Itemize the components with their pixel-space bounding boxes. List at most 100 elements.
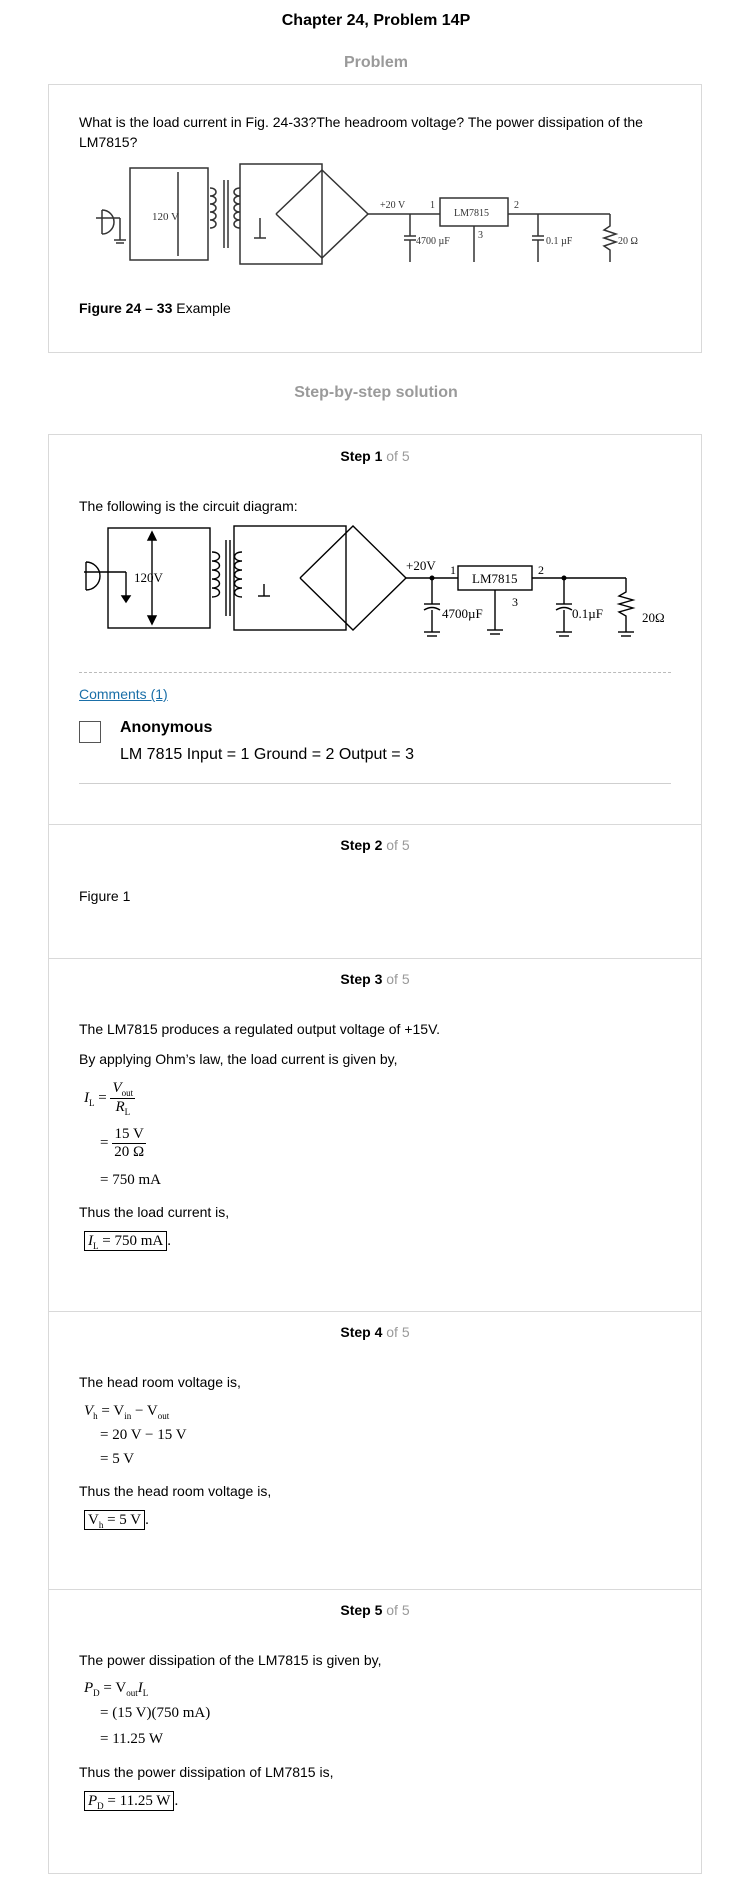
eq-subscript: h (98, 1520, 104, 1530)
step-5-header: Step 5 of 5 (48, 1602, 702, 1618)
eq-subscript: out (157, 1411, 170, 1421)
eq-symbol: P (84, 1680, 94, 1696)
eq-subscript: L (124, 1107, 131, 1117)
step-1-text: The following is the circuit diagram: (79, 498, 298, 514)
step-1-circuit-cap1: 4700µF (442, 606, 483, 621)
step-5-equation-2: = (15 V)(750 mA) (100, 1705, 211, 1721)
step-4-result-value: = 5 V (103, 1512, 142, 1528)
step-5-equation-1: PD = VoutIL (84, 1680, 148, 1698)
eq-symbol: I (88, 1233, 93, 1249)
step-1-label: Step 1 (340, 448, 383, 464)
eq-subscript: in (124, 1411, 132, 1421)
step-3-label: Step 3 (340, 971, 383, 987)
step-4-text-2: Thus the head room voltage is, (79, 1483, 272, 1499)
solution-heading: Step-by-step solution (294, 384, 458, 401)
eq-subscript: D (93, 1688, 100, 1698)
problem-circuit-vdc: +20 V (380, 200, 406, 211)
step-3-text-2: By applying Ohm’s law, the load current … (79, 1051, 398, 1067)
step-1-circuit-pin2: 2 (538, 563, 544, 577)
step-3-text-3: Thus the load current is, (79, 1204, 230, 1220)
step-5-result: PD = 11.25 W. (84, 1791, 178, 1811)
step-2-text: Figure 1 (79, 888, 131, 904)
step-1-circuit-pin3: 3 (512, 595, 518, 609)
eq-subscript: L (89, 1097, 95, 1108)
eq-subscript: L (142, 1688, 149, 1698)
step-4-result: Vh = 5 V. (84, 1510, 149, 1530)
step-3-equation-2: = 15 V 20 Ω (100, 1126, 147, 1161)
solution-box (48, 434, 702, 1874)
step-1-circuit-cap2: 0.1µF (572, 606, 603, 621)
step-4-equation-1: Vh = Vin − Vout (84, 1403, 169, 1421)
problem-circuit-vin: 120 V (152, 211, 179, 223)
eq-subscript: L (93, 1241, 99, 1251)
problem-circuit-pin2: 2 (514, 200, 519, 211)
problem-circuit-regulator: LM7815 (454, 208, 489, 219)
figure-caption: Figure 24 – 33 Example (79, 298, 231, 318)
step-1-circuit-vdc: +20V (406, 558, 436, 573)
eq-value: 15 V (112, 1126, 147, 1144)
step-2-label: Step 2 (340, 837, 383, 853)
step-separator (48, 1589, 702, 1590)
step-separator (48, 958, 702, 959)
problem-question: What is the load current in Fig. 24-33?T… (79, 114, 643, 150)
problem-circuit-pin1: 1 (430, 200, 435, 211)
eq-value: = V (101, 1403, 125, 1419)
step-5-text-1: The power dissipation of the LM7815 is g… (79, 1652, 382, 1668)
step-3-text-1: The LM7815 produces a regulated output v… (79, 1021, 441, 1037)
step-3-of: of 5 (386, 971, 410, 987)
step-1-header: Step 1 of 5 (48, 448, 702, 464)
problem-circuit-load: 20 Ω (618, 236, 638, 247)
step-4-equation-2: = 20 V − 15 V (100, 1427, 187, 1443)
problem-circuit-cap2: 0.1 µF (546, 236, 573, 247)
step-5-result-value: = 11.25 W (103, 1793, 171, 1809)
step-3-fraction-2: 15 V 20 Ω (112, 1126, 147, 1161)
step-separator (48, 824, 702, 825)
page-title: Chapter 24, Problem 14P (281, 12, 471, 29)
problem-circuit-diagram: 120 V +20 V 1 2 3 LM7815 4700 µF 0.1 µF … (96, 163, 638, 265)
comment-checkbox[interactable] (79, 721, 101, 743)
step-4-text-1: The head room voltage is, (79, 1374, 241, 1390)
step-4-label: Step 4 (340, 1324, 383, 1340)
comment-text: LM 7815 Input = 1 Ground = 2 Output = 3 (120, 746, 414, 763)
eq-symbol: V (88, 1512, 99, 1528)
figure-caption-rest: Example (172, 300, 231, 316)
step-1-circuit-load: 20Ω (642, 610, 665, 625)
step-2-of: of 5 (386, 837, 410, 853)
step-5-label: Step 5 (340, 1602, 383, 1618)
step-3-header: Step 3 of 5 (48, 971, 702, 987)
eq-subscript: out (121, 1088, 134, 1098)
step-3-result: IL = 750 mA. (84, 1231, 171, 1251)
step-1-circuit-regulator: LM7815 (472, 571, 518, 586)
step-2-header: Step 2 of 5 (48, 837, 702, 853)
eq-value: = V (103, 1680, 127, 1696)
eq-symbol: I (84, 1089, 89, 1106)
step-4-of: of 5 (386, 1324, 410, 1340)
problem-heading: Problem (343, 54, 408, 71)
eq-symbol: V (84, 1403, 94, 1419)
step-5-equation-3: = 11.25 W (100, 1731, 164, 1747)
eq-symbol: I (137, 1680, 143, 1696)
eq-subscript: out (126, 1688, 138, 1698)
step-1-of: of 5 (386, 448, 410, 464)
step-3-result-value: = 750 mA (102, 1233, 164, 1249)
step-4-equation-3: = 5 V (100, 1451, 135, 1467)
eq-symbol: V (112, 1080, 122, 1096)
step-1-circuit-vin: 120V (134, 570, 164, 585)
step-1-circuit-diagram: 120V +20V 1 2 3 LM7815 4700µF 0.1µF 20Ω (84, 525, 665, 637)
eq-symbol: R (115, 1099, 125, 1115)
step-separator (48, 1311, 702, 1312)
eq-value: 20 Ω (114, 1144, 145, 1160)
comment-divider (79, 783, 671, 784)
eq-symbol: P (88, 1793, 98, 1809)
problem-box (48, 84, 702, 353)
figure-caption-bold: Figure 24 – 33 (79, 300, 173, 316)
eq-subscript: h (93, 1411, 98, 1421)
comments-divider (79, 672, 671, 673)
step-3-equation-3: = 750 mA (100, 1172, 161, 1188)
eq-subscript: D (97, 1801, 104, 1811)
step-5-text-2: Thus the power dissipation of LM7815 is, (79, 1764, 334, 1780)
step-1-circuit-pin1: 1 (450, 563, 456, 577)
problem-circuit-pin3: 3 (478, 230, 483, 241)
step-3-fraction-1: Vout RL (110, 1080, 136, 1117)
comments-link[interactable]: Comments (1) (79, 686, 168, 702)
